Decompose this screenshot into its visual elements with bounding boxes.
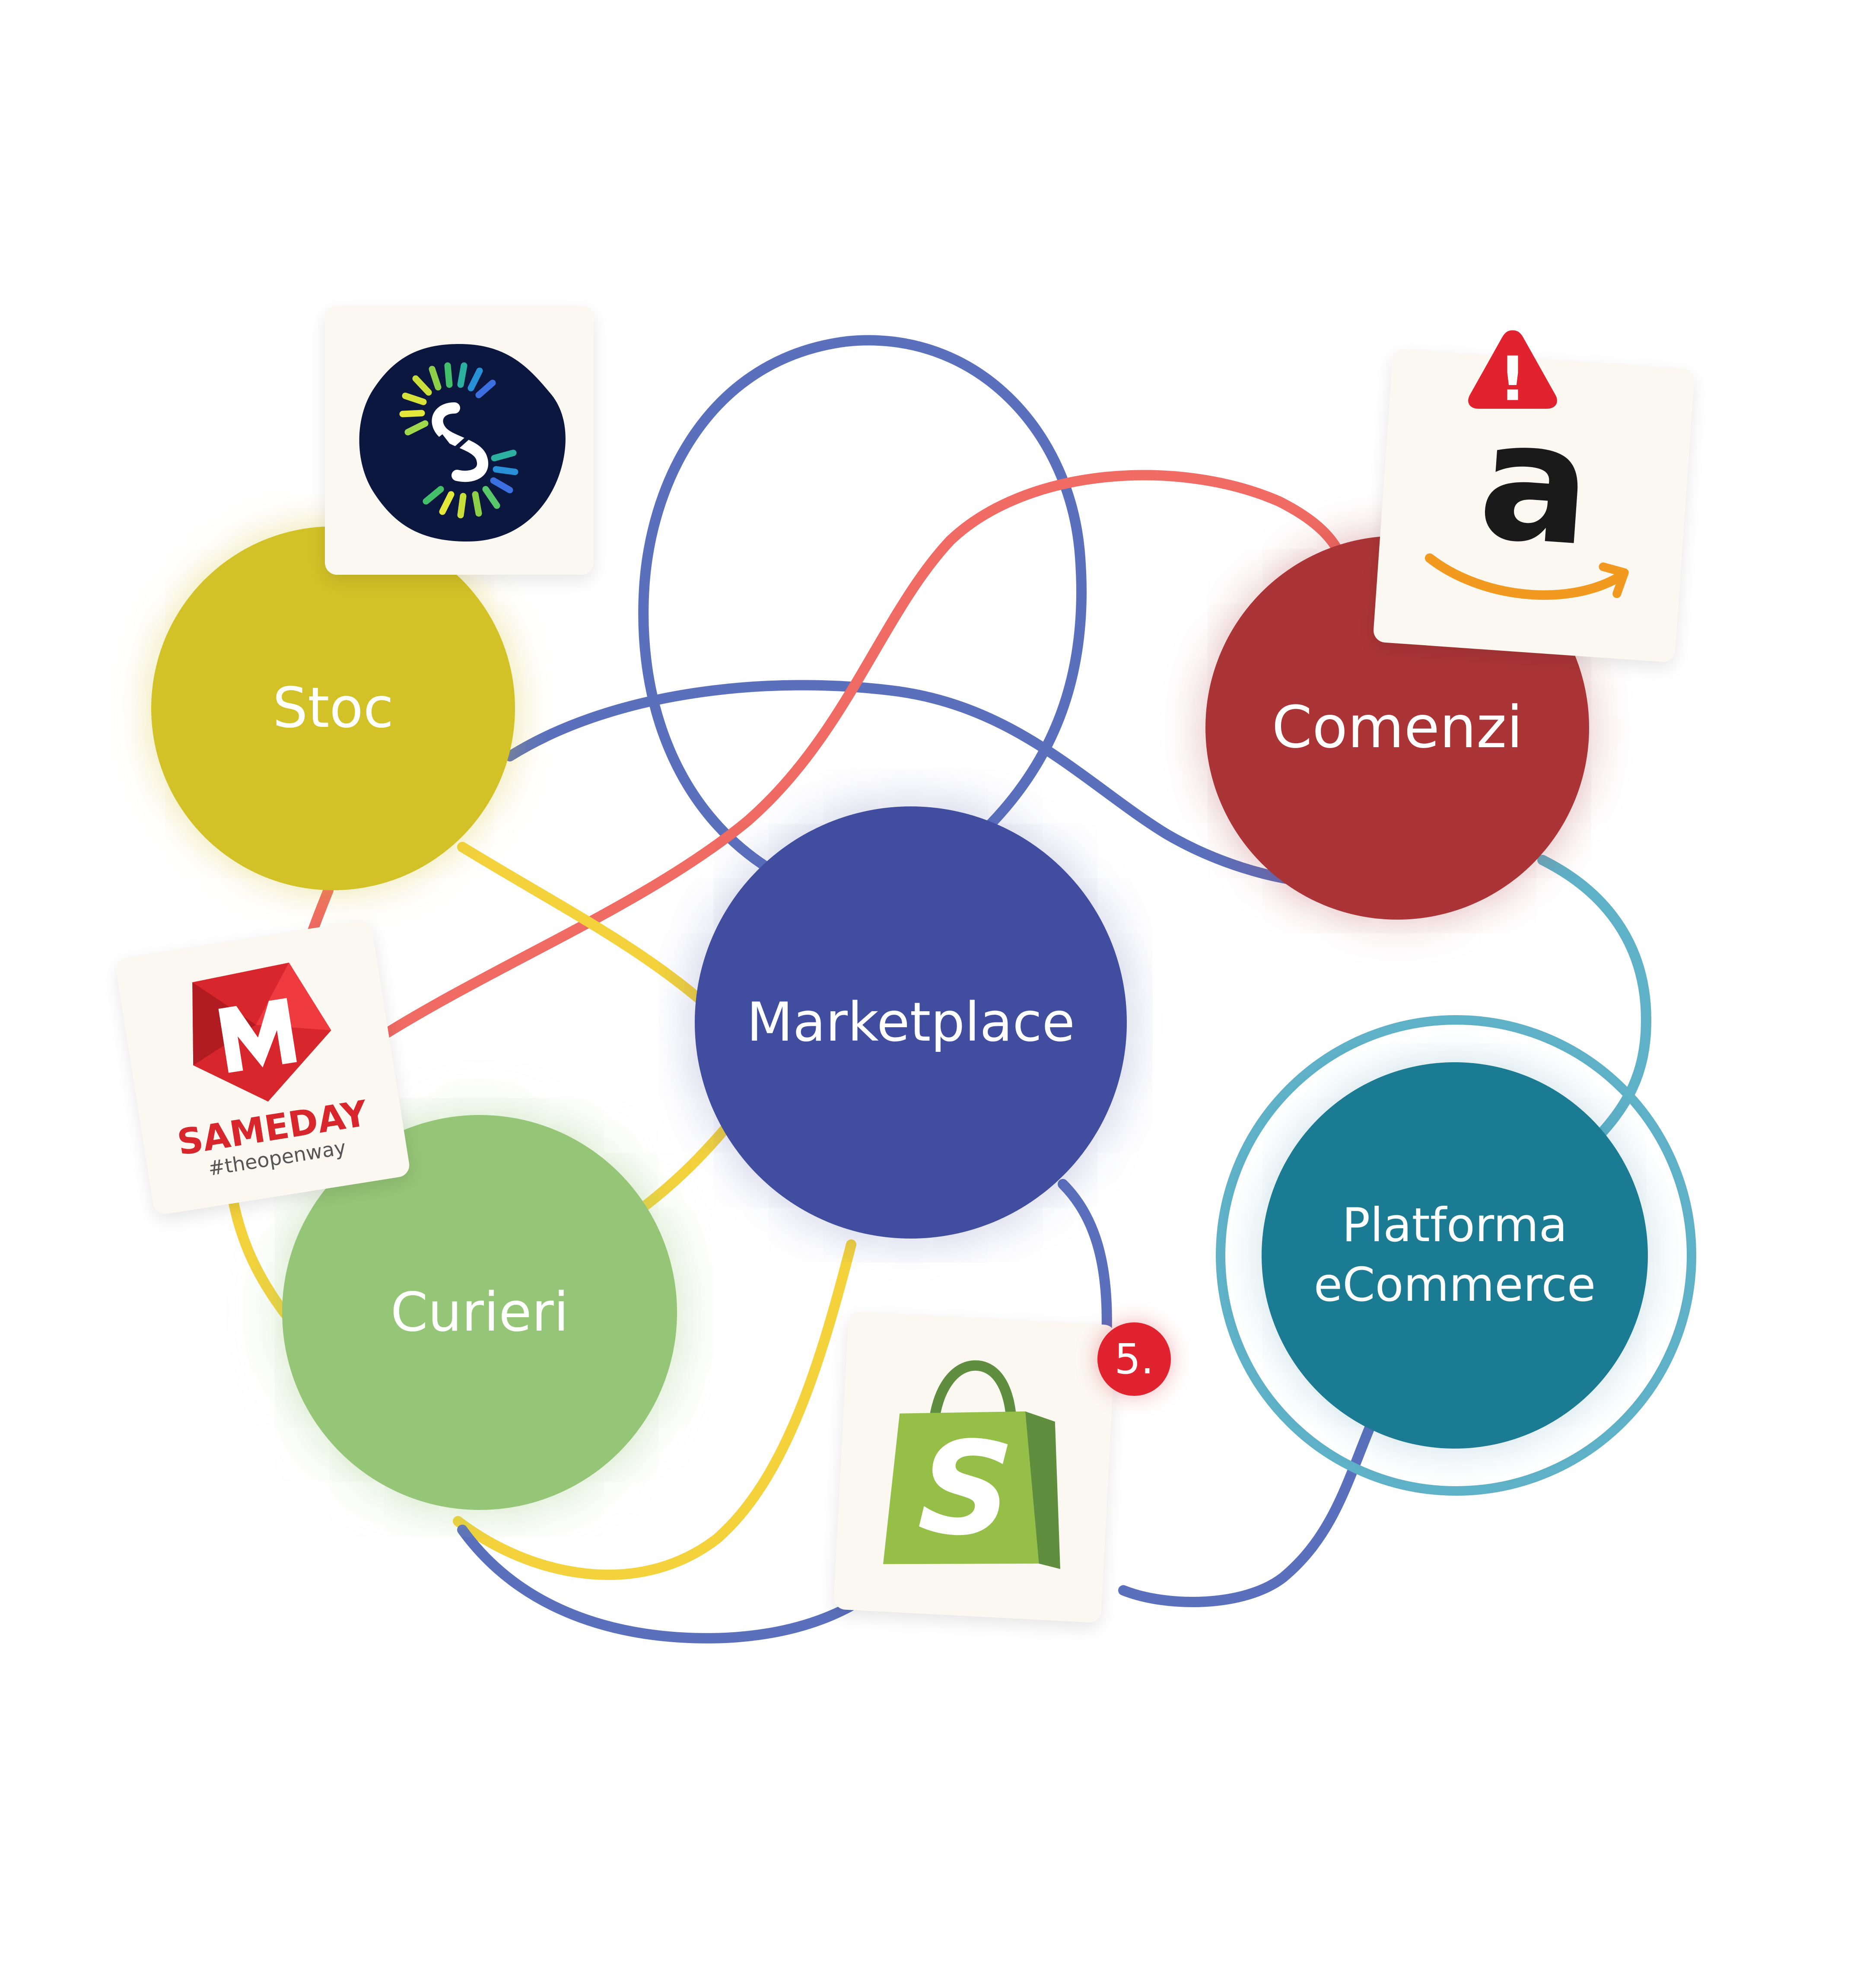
amazon-logo-card[interactable]: a — [1373, 348, 1695, 663]
node-marketplace-label: Marketplace — [747, 991, 1075, 1054]
warning-symbol: ! — [1499, 344, 1526, 412]
shopify-letter: S — [915, 1411, 1016, 1567]
node-platforma-label: Platforma eCommerce — [1314, 1196, 1596, 1315]
wire-blue-shopify-platforma — [1118, 1412, 1379, 1608]
shopify-logo-card[interactable]: S — [833, 1311, 1116, 1623]
node-platforma-label-line2: eCommerce — [1313, 1258, 1596, 1312]
platforma-ring — [1216, 1015, 1696, 1496]
amazon-logo-icon: a — [1424, 384, 1629, 600]
wire-yellow-stoc-marketplace — [457, 842, 714, 1012]
wire-yellow-sameday-curieri — [228, 1196, 290, 1319]
warning-triangle-icon: ! — [1468, 330, 1557, 412]
node-stoc-label: Stoc — [272, 676, 394, 741]
wire-blue-marketplace-shopify — [1058, 1179, 1112, 1354]
node-platforma-label-line1: Platforma — [1342, 1198, 1568, 1252]
wire-blue-stoc-comenzi — [505, 680, 1310, 887]
wire-yellow-marketplace-curieri — [634, 1123, 731, 1215]
wire-blue-bottom-loop — [457, 1525, 895, 1643]
shopify-bag-icon: S — [883, 1360, 1060, 1569]
node-curieri-label: Curieri — [390, 1281, 569, 1344]
node-comenzi-label: Comenzi — [1272, 694, 1523, 761]
amazon-letter: a — [1473, 384, 1597, 583]
sameday-logo-card[interactable]: SAMEDAY #theopenway — [114, 919, 411, 1216]
sameday-logo-icon: SAMEDAY #theopenway — [175, 962, 371, 1180]
notification-badge[interactable]: 5. — [1097, 1322, 1171, 1396]
node-stoc[interactable]: Stoc — [151, 526, 515, 890]
s-logo-icon — [359, 344, 566, 541]
smartbill-logo-card[interactable] — [325, 306, 594, 575]
wire-teal-comenzi-platforma — [1537, 855, 1652, 1150]
wire-yellow-bottom-loop — [453, 1239, 856, 1580]
notification-badge-text: 5. — [1114, 1335, 1154, 1383]
node-marketplace[interactable]: Marketplace — [695, 806, 1127, 1239]
node-platforma-ecommerce[interactable]: Platforma eCommerce — [1262, 1062, 1648, 1449]
wire-blue-top-loop — [638, 335, 1087, 874]
